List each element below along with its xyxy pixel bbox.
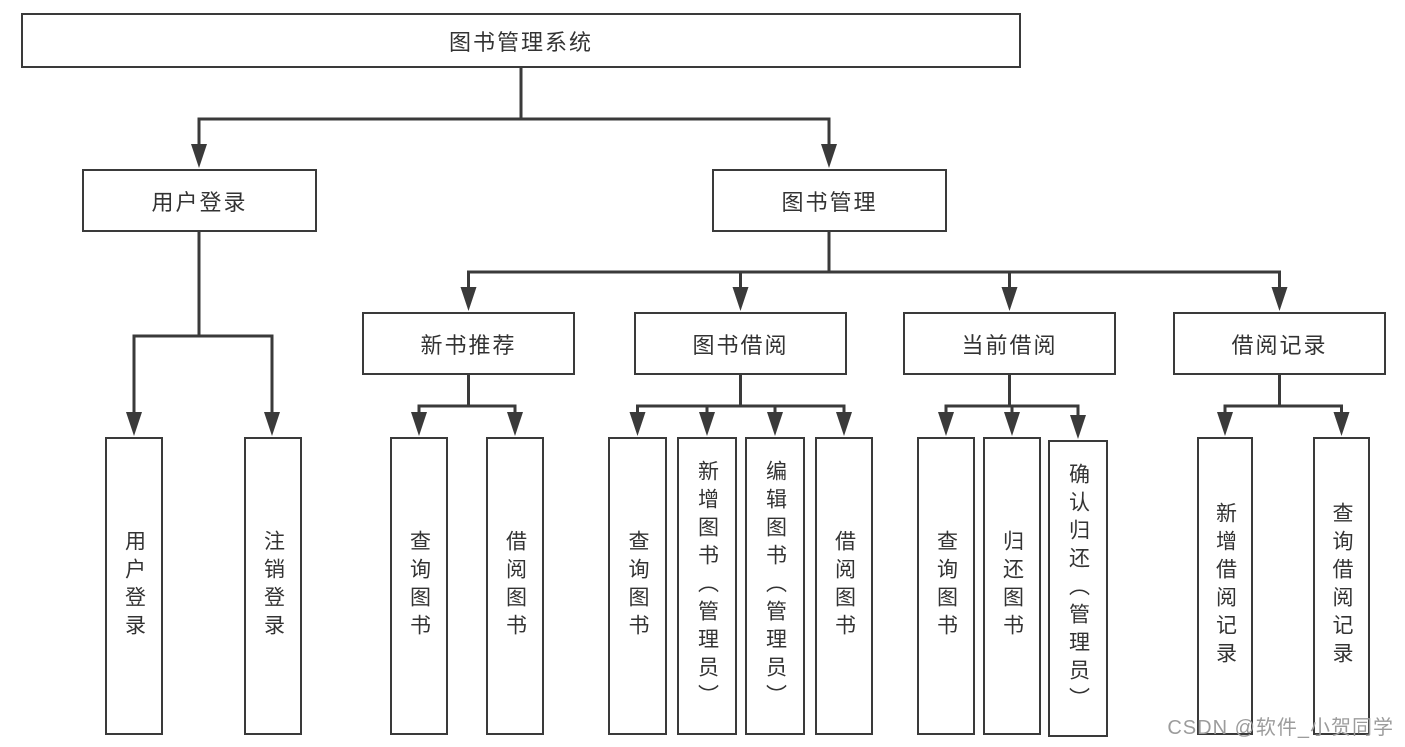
- node-user-login: 用户登录: [82, 169, 317, 232]
- node-label: 图书借阅: [692, 332, 789, 358]
- node-label: 确认归还（管理员）: [1066, 462, 1090, 715]
- node-logout: 注销登录: [244, 437, 302, 735]
- node-label: 查询图书: [407, 530, 431, 642]
- node-label: 借阅图书: [832, 530, 856, 642]
- node-label: 图书管理系统: [448, 29, 593, 55]
- csdn-watermark: CSDN @软件_小贺同学: [1167, 717, 1394, 739]
- node-label: 查询图书: [934, 530, 958, 642]
- node-label: 图书管理: [781, 189, 878, 215]
- node-query-borrow-record: 查询借阅记录: [1313, 437, 1370, 735]
- node-return-book: 归还图书: [983, 437, 1041, 735]
- node-query-books-recommend: 查询图书: [390, 437, 448, 735]
- arrowheads: [126, 144, 1350, 439]
- node-label: 借阅记录: [1231, 332, 1328, 358]
- node-query-books-borrow: 查询图书: [608, 437, 667, 735]
- node-add-book-admin: 新增图书（管理员）: [677, 437, 737, 735]
- node-label: 用户登录: [151, 189, 248, 215]
- node-label: 注销登录: [261, 530, 285, 642]
- node-label: 当前借阅: [961, 332, 1058, 358]
- node-label: 归还图书: [1000, 530, 1024, 642]
- node-add-borrow-record: 新增借阅记录: [1197, 437, 1253, 735]
- node-label: 查询图书: [626, 530, 649, 642]
- connector-paths: [132, 68, 1343, 421]
- node-query-books-current: 查询图书: [917, 437, 975, 735]
- node-current-borrow: 当前借阅: [903, 312, 1116, 375]
- node-borrow-books-recommend: 借阅图书: [486, 437, 544, 735]
- node-borrow-books-leaf: 借阅图书: [815, 437, 873, 735]
- node-label: 借阅图书: [503, 530, 527, 642]
- node-book-borrow: 图书借阅: [634, 312, 847, 375]
- node-label: 新书推荐: [420, 332, 517, 358]
- node-label: 新增图书（管理员）: [695, 460, 719, 712]
- node-borrow-records: 借阅记录: [1173, 312, 1386, 375]
- node-new-book-recommend: 新书推荐: [362, 312, 575, 375]
- node-user-login-leaf: 用户登录: [105, 437, 163, 735]
- node-book-management: 图书管理: [712, 169, 947, 232]
- node-label: 编辑图书（管理员）: [763, 460, 787, 712]
- node-label: 用户登录: [122, 530, 146, 642]
- node-edit-book-admin: 编辑图书（管理员）: [745, 437, 805, 735]
- node-label: 新增借阅记录: [1213, 502, 1237, 670]
- node-confirm-return-admin: 确认归还（管理员）: [1048, 440, 1108, 737]
- node-label: 查询借阅记录: [1330, 502, 1353, 670]
- node-library-management-system: 图书管理系统: [21, 13, 1021, 68]
